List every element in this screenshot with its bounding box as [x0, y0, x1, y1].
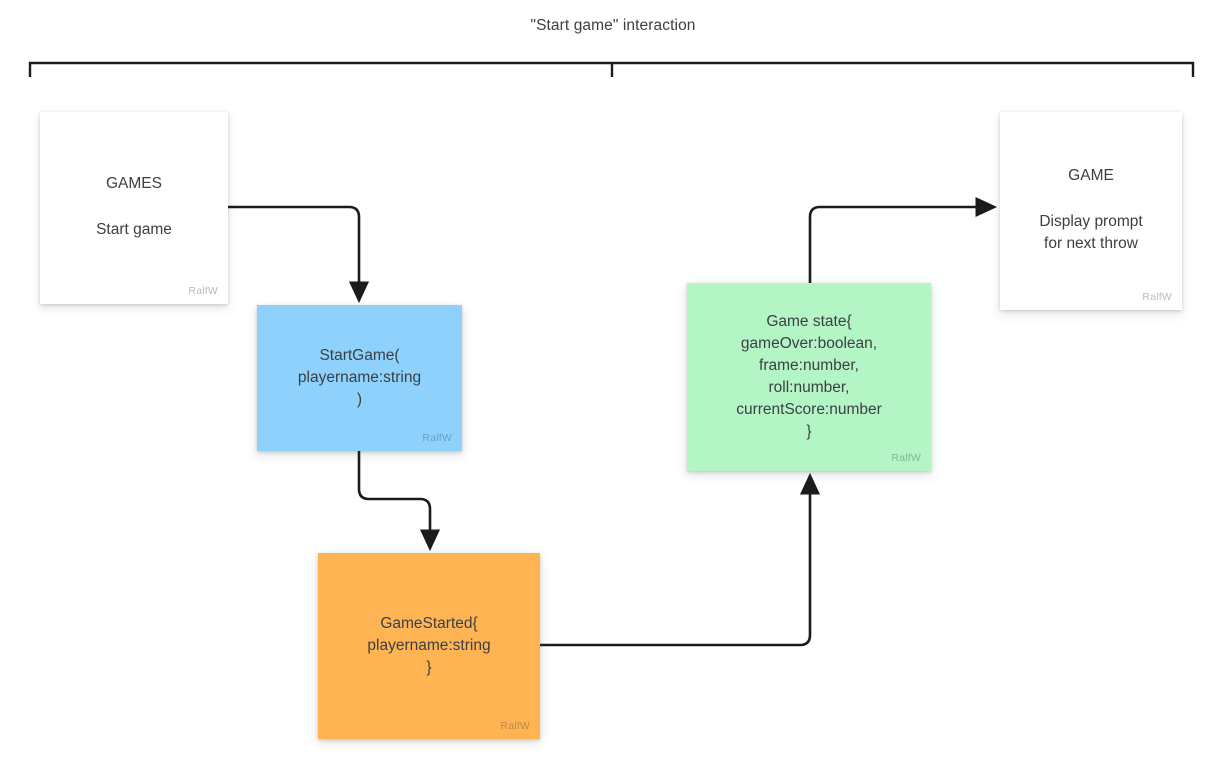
connector-gamestarted-to-gamestate — [540, 472, 821, 647]
games-screen-title: GAMES — [106, 175, 162, 192]
event-line: playername:string — [367, 637, 491, 654]
watermark: RalfW — [1142, 291, 1172, 303]
watermark: RalfW — [422, 432, 452, 444]
event-line: } — [426, 659, 432, 676]
node-game-state-readmodel[interactable]: Game state{ gameOver:boolean, frame:numb… — [687, 283, 931, 471]
state-line: gameOver:boolean, — [740, 335, 878, 352]
connector-startgame-to-gamestarted — [357, 451, 441, 552]
node-game-started-event[interactable]: GameStarted{ playername:string } RalfW — [318, 553, 540, 739]
game-started-event-text: GameStarted{ playername:string } — [361, 613, 496, 679]
scope-bracket — [28, 61, 1195, 77]
command-line: ) — [356, 391, 363, 408]
game-screen-title: GAME — [1068, 167, 1114, 184]
watermark: RalfW — [188, 285, 218, 297]
event-line: GameStarted{ — [380, 615, 478, 632]
state-line: frame:number, — [759, 357, 859, 374]
command-line: playername:string — [297, 369, 422, 386]
connector-gamestate-to-gamescreen — [808, 196, 998, 283]
diagram-caption: "Start game" interaction — [530, 17, 696, 34]
start-game-command-text: StartGame( playername:string ) — [292, 345, 427, 411]
node-game-screen[interactable]: GAME Display prompt for next throw RalfW — [1000, 112, 1182, 310]
command-line: StartGame( — [319, 347, 400, 364]
connector-games-to-startgame — [228, 205, 370, 304]
game-screen-body-line: for next throw — [1044, 235, 1138, 252]
node-start-game-command[interactable]: StartGame( playername:string ) RalfW — [257, 305, 462, 451]
node-games-screen[interactable]: GAMES Start game RalfW — [40, 112, 228, 304]
state-line: currentScore:number — [736, 401, 882, 418]
state-line: } — [806, 423, 812, 440]
game-screen-body-line: Display prompt — [1039, 213, 1143, 230]
state-line: Game state{ — [766, 313, 852, 330]
game-state-text: Game state{ gameOver:boolean, frame:numb… — [730, 311, 888, 443]
games-screen-body: Start game — [96, 221, 172, 238]
state-line: roll:number, — [768, 379, 850, 396]
watermark: RalfW — [500, 720, 530, 732]
game-screen-body: Display prompt for next throw — [1033, 211, 1148, 255]
watermark: RalfW — [891, 452, 921, 464]
